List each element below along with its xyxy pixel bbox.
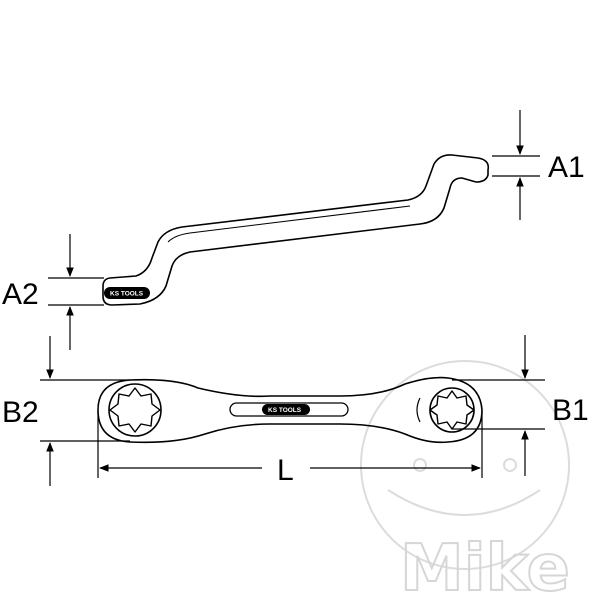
dimension-b1: [452, 335, 545, 476]
wrench-side-view: [102, 154, 490, 306]
dimension-b2: [40, 336, 130, 486]
side-view-inner-line: [167, 205, 411, 243]
wrench-top-view: [97, 376, 483, 444]
dimension-label-b2: B2: [2, 396, 39, 429]
top-view-outline: [97, 376, 483, 444]
ks-tools-logo-side-badge: [104, 287, 150, 299]
watermark-text: Mike: [400, 532, 570, 600]
ks-tools-logo-top: KS TOOLS: [262, 404, 310, 415]
dimension-a1: [492, 110, 540, 220]
left-ring-12-point: [109, 387, 161, 433]
side-view-outline: [102, 154, 490, 306]
dimension-a2: [48, 234, 104, 350]
watermark-eye-left: [413, 458, 427, 472]
right-ring-12-point: [429, 390, 475, 430]
dimension-label-a1: A1: [548, 151, 585, 184]
ks-tools-logo-top-badge: [262, 404, 310, 415]
right-ring-outer: [429, 387, 475, 433]
watermark-mouth: [387, 489, 541, 516]
handle-slot: [229, 402, 349, 417]
dimension-label-l: L: [277, 454, 294, 487]
dimension-l: [97, 412, 483, 478]
watermark: Mike: [360, 360, 571, 600]
watermark-eye-right: [503, 458, 517, 472]
dimension-label-a2: A2: [2, 278, 39, 311]
watermark-circle: [360, 360, 570, 570]
dimension-label-b1: B1: [552, 394, 589, 427]
ks-tools-logo-side-text: KS TOOLS: [110, 291, 144, 298]
ks-tools-logo-top-text: KS TOOLS: [268, 407, 302, 414]
right-ring-bevel-mark: [416, 397, 421, 423]
ks-tools-logo-side: KS TOOLS: [104, 287, 150, 299]
left-ring-outer: [108, 383, 162, 437]
